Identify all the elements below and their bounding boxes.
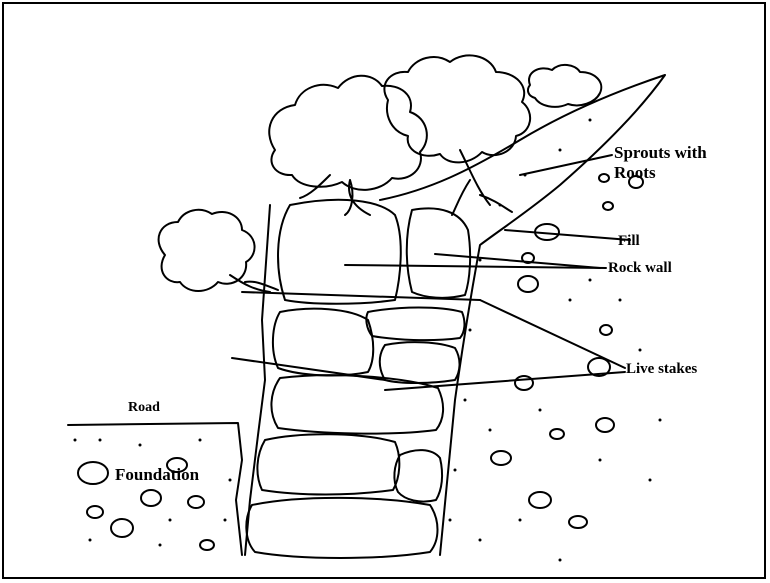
stone-fill-9 (550, 429, 564, 439)
leader-sprouts (520, 155, 612, 175)
live-stake-lower (232, 358, 385, 380)
stone-foundation-5 (188, 496, 204, 508)
leader-fill (505, 230, 630, 240)
trunk-middle (452, 150, 512, 215)
boulder-base-right (394, 450, 442, 501)
stone-fill-13 (603, 202, 613, 210)
label-roots: Roots (614, 163, 656, 183)
stone-fill-7 (529, 492, 551, 508)
stone-foundation-1 (78, 462, 108, 484)
trunk-left (300, 175, 370, 215)
stone-fill-8 (569, 516, 587, 528)
label-live-stakes: Live stakes (626, 361, 697, 378)
boulder-foundation (246, 498, 437, 558)
boulder-mid-right-bottom (380, 342, 460, 383)
label-fill: Fill (618, 233, 640, 250)
live-stake-upper (242, 292, 480, 300)
label-foundation: Foundation (115, 465, 199, 485)
boulder-base-left (257, 434, 399, 494)
road-surface (68, 423, 242, 555)
boulder-top-right (407, 208, 470, 297)
stone-foundation-3 (141, 490, 161, 506)
stone-foundation-7 (200, 540, 214, 550)
label-sprouts-with: Sprouts with (614, 143, 707, 163)
tree-canopy-top-right (528, 65, 601, 107)
stone-fill-12 (599, 174, 609, 182)
boulder-top-left (278, 200, 401, 304)
trunk-small-left (230, 275, 278, 292)
stone-foundation-2 (111, 519, 133, 537)
tree-canopy-left (269, 76, 427, 190)
stone-fill-6 (491, 451, 511, 465)
stone-foundation-6 (87, 506, 103, 518)
boulder-mid-right-top (366, 308, 464, 341)
boulder-lower-long (271, 375, 443, 433)
label-rock-wall: Rock wall (608, 260, 672, 277)
stone-fill-2 (518, 276, 538, 292)
label-road: Road (128, 400, 160, 416)
soil-dots (74, 119, 662, 562)
stone-fill-5 (596, 418, 614, 432)
leader-live-stakes-2 (385, 372, 625, 390)
tree-canopy-small-left (159, 210, 255, 291)
stone-fill-10 (600, 325, 612, 335)
